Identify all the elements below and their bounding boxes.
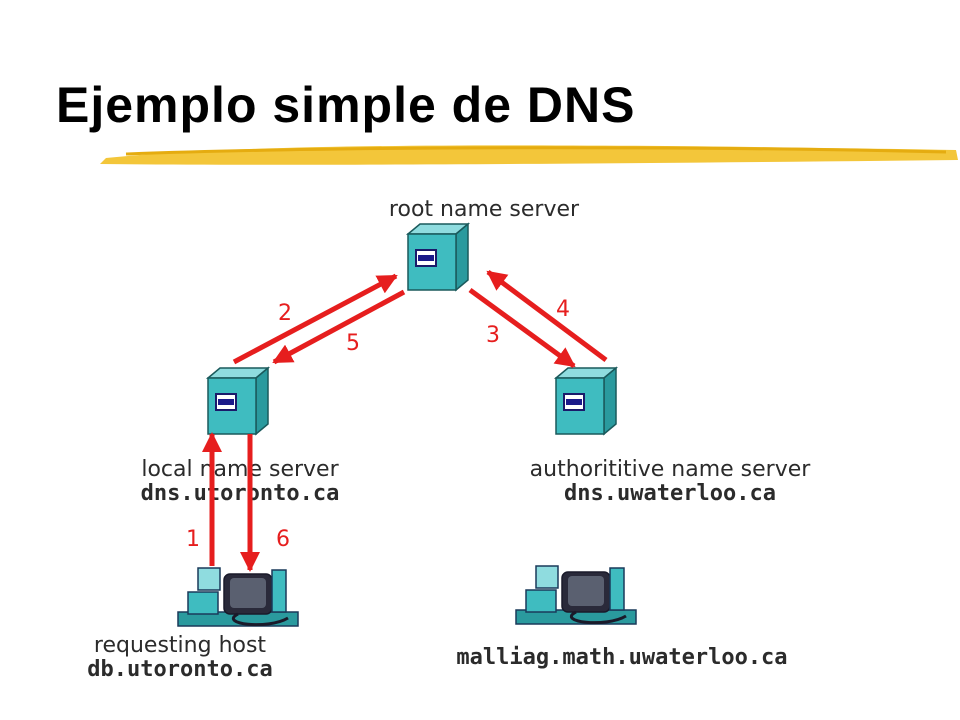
- authoritative-server-domain: dns.uwaterloo.ca: [564, 481, 776, 506]
- local-server-label: local name server: [141, 457, 339, 482]
- requesting-host-icon: [176, 566, 300, 628]
- step-1-label: 1: [186, 527, 200, 552]
- local-server-icon: [207, 367, 269, 435]
- local-server-domain: dns.utoronto.ca: [141, 481, 340, 506]
- requesting-host-label: requesting host: [94, 633, 267, 658]
- authoritative-server-label: authorititive name server: [530, 457, 812, 482]
- step-5-label: 5: [346, 331, 360, 356]
- requesting-host-domain: db.utoronto.ca: [87, 657, 272, 682]
- target-host-domain: malliag.math.uwaterloo.ca: [456, 645, 787, 670]
- root-server-label: root name server: [389, 197, 580, 222]
- arrow-step-2: [232, 273, 398, 365]
- arrow-step-5: [272, 289, 406, 365]
- slide-title: Ejemplo simple de DNS: [56, 77, 636, 133]
- arrow-step-4: [486, 269, 608, 363]
- title-underline: [100, 145, 958, 165]
- target-host-icon: [514, 564, 638, 626]
- step-2-label: 2: [278, 301, 292, 326]
- authoritative-server-icon: [555, 367, 617, 435]
- root-server-icon: [407, 223, 469, 291]
- step-3-label: 3: [486, 323, 500, 348]
- step-6-label: 6: [276, 527, 290, 552]
- step-4-label: 4: [556, 297, 570, 322]
- arrow-step-3: [468, 287, 576, 369]
